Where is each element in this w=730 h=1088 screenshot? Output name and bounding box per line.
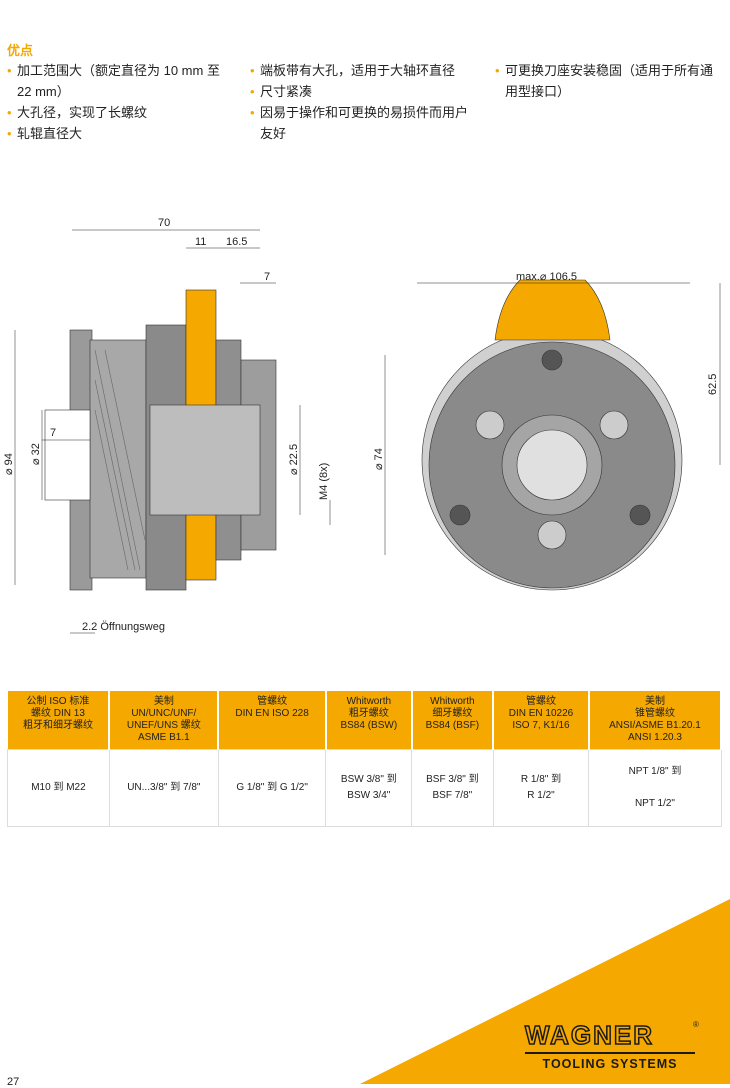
registered-mark: ® (693, 1020, 699, 1029)
page-number: 27 (7, 1076, 20, 1088)
dim-70: 70 (158, 217, 170, 229)
dim-11: 11 (195, 236, 206, 248)
dim-74: ⌀ 74 (373, 448, 385, 470)
table-cell: NPT 1/8" 到 NPT 1/2" (588, 749, 722, 827)
dim-7b: 7 (50, 427, 56, 439)
advantage-item: 加工范围大（额定直径为 10 mm 至 22 mm） (7, 60, 232, 102)
dim-m4: M4 (8x) (318, 463, 330, 500)
table-cell: G 1/8" 到 G 1/2" (217, 749, 327, 827)
advantage-item: 轧辊直径大 (7, 123, 232, 144)
table-header: 美制 UN/UNC/UNF/ UNEF/UNS 螺纹 ASME B1.1 (109, 691, 220, 750)
table-cell: BSW 3/8" 到 BSW 3/4" (325, 749, 413, 827)
advantage-item: 因易于操作和可更换的易损件而用户友好 (250, 102, 475, 144)
advantage-item: 尺寸紧凑 (250, 81, 475, 102)
dim-32: ⌀ 32 (30, 443, 42, 465)
advantage-item: 大孔径，实现了长螺纹 (7, 102, 232, 123)
advantage-item: 可更换刀座安装稳固（适用于所有通用型接口） (495, 60, 723, 102)
table-header: Whitworth 细牙螺纹 BS84 (BSF) (411, 691, 495, 750)
technical-drawing: 70 11 16.5 7 ⌀ 94 ⌀ 32 7 ⌀ 22.5 M4 (8x) … (3, 217, 721, 634)
logo-tagline: TOOLING SYSTEMS (542, 1057, 678, 1071)
table-cell: R 1/8" 到 R 1/2" (492, 749, 590, 827)
table-header: 管螺纹 DIN EN 10226 ISO 7, K1/16 (493, 691, 590, 750)
table-header: 美制 锥管螺纹 ANSI/ASME B1.20.1 ANSI 1.20.3 (588, 691, 723, 750)
dim-16-5: 16.5 (226, 236, 247, 248)
dim-opening: 2.2 Öffnungsweg (82, 621, 165, 633)
dim-7: 7 (264, 271, 270, 283)
advantages-col-3: 可更换刀座安装稳固（适用于所有通用型接口） (495, 60, 723, 102)
dim-94: ⌀ 94 (3, 453, 15, 475)
advantages-title: 优点 (7, 43, 34, 58)
logo-wordmark: WAGNER (524, 1019, 654, 1051)
table-cell: BSF 3/8" 到 BSF 7/8" (411, 749, 494, 827)
yellow-holder-front (494, 279, 611, 341)
advantages-col-2: 端板带有大孔，适用于大轴环直径 尺寸紧凑 因易于操作和可更换的易损件而用户友好 (250, 60, 475, 144)
table-header: 公制 ISO 标准 螺纹 DIN 13 粗牙和细牙螺纹 (7, 691, 111, 750)
corner-accent (360, 899, 730, 1084)
table-cell: M10 到 M22 (7, 749, 110, 827)
dim-62-5: 62.5 (707, 374, 719, 395)
wagner-logo: WAGNER ® TOOLING SYSTEMS (524, 1019, 699, 1071)
dim-22-5: ⌀ 22.5 (288, 444, 300, 475)
advantage-item: 端板带有大孔，适用于大轴环直径 (250, 60, 475, 81)
table-cell: UN...3/8" 到 7/8" (108, 749, 219, 827)
table-header: 管螺纹 DIN EN ISO 228 (218, 691, 327, 750)
table-header: Whitworth 粗牙螺纹 BS84 (BSW) (325, 691, 413, 750)
dim-max-106-5: max.⌀ 106.5 (516, 271, 577, 283)
logo-divider (525, 1052, 695, 1054)
table-row: M10 到 M22 UN...3/8" 到 7/8" G 1/8" 到 G 1/… (7, 749, 722, 827)
advantages-col-1: 加工范围大（额定直径为 10 mm 至 22 mm） 大孔径，实现了长螺纹 轧辊… (7, 60, 232, 144)
thread-table: 公制 ISO 标准 螺纹 DIN 13 粗牙和细牙螺纹 美制 UN/UNC/UN… (7, 691, 723, 827)
table-header-row: 公制 ISO 标准 螺纹 DIN 13 粗牙和细牙螺纹 美制 UN/UNC/UN… (7, 691, 723, 750)
